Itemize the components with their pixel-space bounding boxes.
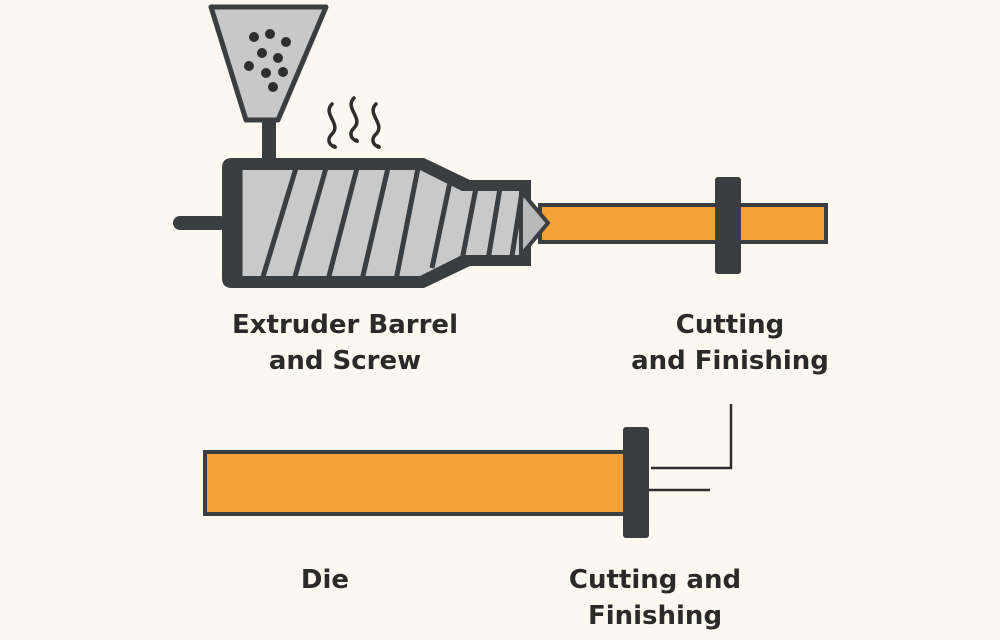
heat-waves-icon (327, 96, 381, 149)
die-label: Die (270, 562, 380, 598)
plastic-pellets (244, 29, 291, 92)
extruder-label-line1: Extruder Barrel (232, 310, 458, 340)
leader-line (651, 404, 733, 470)
extruder-barrel-label: Extruder Barrel and Screw (200, 307, 490, 379)
cutting-top-line2: and Finishing (631, 346, 829, 376)
cutting-bottom-line2: Finishing (587, 601, 723, 631)
cutter-blade-bottom (623, 427, 649, 538)
cutting-bottom-line1: Cutting and (568, 565, 742, 595)
cutting-top-line1: Cutting (675, 310, 785, 340)
screw (237, 170, 550, 276)
feed-throat (262, 118, 276, 164)
cutting-finishing-label-top: Cutting and Finishing (610, 307, 850, 379)
cutting-finishing-label-bottom: Cutting and Finishing (540, 562, 770, 634)
drive-shaft (173, 216, 227, 230)
cutter-blade-icon (715, 177, 741, 274)
extrudate-top (538, 203, 828, 244)
hopper-icon (208, 4, 329, 123)
die-extrudate (203, 450, 635, 516)
die-label-text: Die (300, 565, 350, 595)
extruder-label-line2: and Screw (268, 346, 422, 376)
